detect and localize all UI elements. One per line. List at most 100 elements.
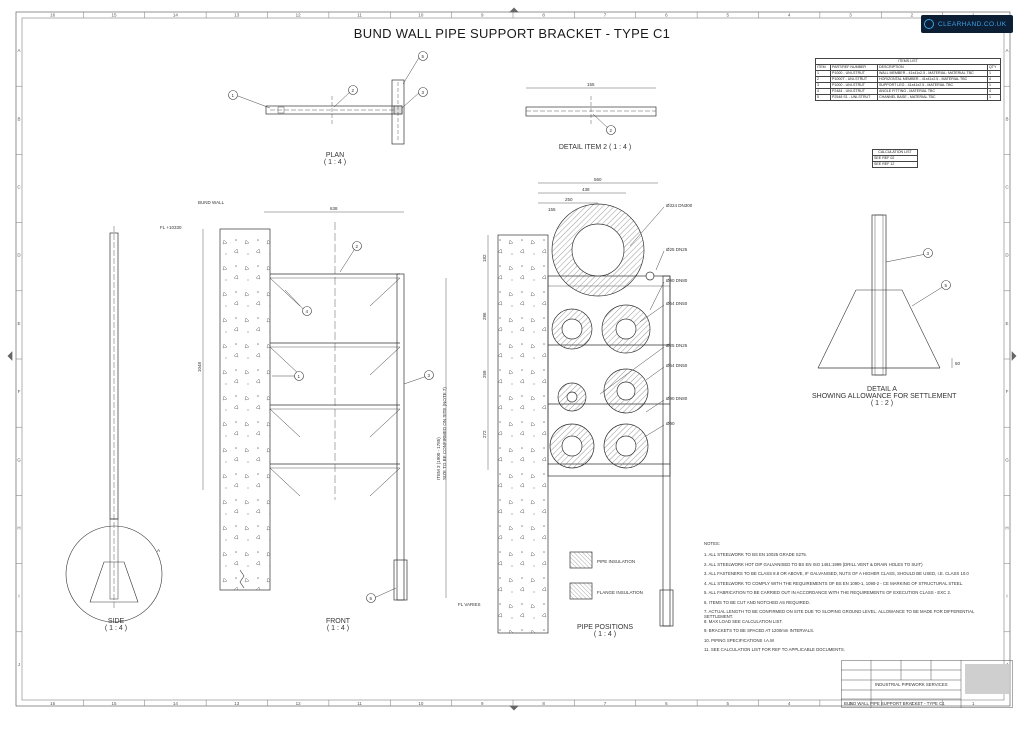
pipe-callout-6: Ø90 DN80 <box>666 396 688 401</box>
border-col-label-top: 14 <box>173 13 179 18</box>
border-col-label-top: 9 <box>481 13 484 18</box>
pipe-callout-7: Ø90 <box>666 421 675 426</box>
items-list-table: ITEMS LIST ITEM PART/REF NUMBER DESCRIPT… <box>815 58 1001 101</box>
pipe-dim-top-1: 438 <box>582 187 590 192</box>
border-col-label-bottom: 15 <box>112 701 118 706</box>
note-item: 3. ALL FASTENERS TO BE CLASS 8.8 OR ABOV… <box>704 571 969 576</box>
border-col-label-bottom: 16 <box>50 701 56 706</box>
border-row-label-right: I <box>1006 594 1007 599</box>
border-row-label-left: E <box>17 321 20 326</box>
plan-caption: PLAN ( 1 : 4 ) <box>305 152 365 166</box>
border-col-label-top: 2 <box>911 13 914 18</box>
side-caption-scale: ( 1 : 4 ) <box>104 625 128 632</box>
side-caption: SIDE ( 1 : 4 ) <box>96 618 136 632</box>
plan-caption-title: PLAN <box>325 152 345 159</box>
note-item: 11. SEE CALCULATION LIST FOR REF TO APPL… <box>704 647 845 652</box>
pipe-dim-top-0: 560 <box>594 177 602 182</box>
pipe-dim-top-2: 250 <box>565 197 573 202</box>
svg-text:2: 2 <box>610 128 613 133</box>
detail-a-dim: 50 <box>955 361 961 366</box>
item-ref: P2548 S1 - UNI-STRUT <box>830 94 878 101</box>
border-row-label-right: G <box>1005 457 1009 462</box>
border-row-label-left: H <box>17 526 20 531</box>
front-width-dim: 638 <box>330 206 338 211</box>
svg-text:4: 4 <box>306 309 309 314</box>
pipes-caption-title: PIPE POSITIONS <box>576 624 633 631</box>
border-col-label-top: 7 <box>604 13 607 18</box>
svg-text:1: 1 <box>232 93 235 98</box>
border-row-label-left: G <box>17 457 21 462</box>
border-col-label-bottom: 3 <box>849 701 852 706</box>
note-item: 5. ALL FABRICATION TO BE CARRIED OUT IN … <box>704 590 952 595</box>
pipe-callout-2: Ø90 DN80 <box>666 278 688 283</box>
border-col-label-bottom: 9 <box>481 701 484 706</box>
plan-view <box>265 79 405 145</box>
border-col-label-top: 13 <box>234 13 240 18</box>
pipe-dim-side-0: 182 <box>482 254 487 262</box>
notes-heading: NOTES: <box>704 541 720 546</box>
border-col-label-bottom: 5 <box>727 701 730 706</box>
front-fl-bottom: FL VARIES <box>458 602 481 607</box>
note-item: 10. PIPING SPECIFICATIONS I.A.W <box>704 637 775 643</box>
logo-text: CLEARHAND.CO.UK <box>938 20 1007 28</box>
note-item: 6. ITEMS TO BE CUT AND NOTCHED AS REQUIR… <box>704 599 811 605</box>
calc-title: CALCULATION LIST <box>872 149 918 156</box>
border-row-label-left: D <box>17 253 21 258</box>
legend-pipe-insulation: PIPE INSULATION <box>597 559 635 564</box>
table-row: SEE REF 12 <box>872 161 918 168</box>
note-item: 2. ALL STEELWORK HOT DIP GALVANISED TO B… <box>704 561 923 567</box>
border-row-label-left: F <box>18 389 21 394</box>
front-height-dim: 1048 <box>197 361 202 372</box>
border-row-label-left: I <box>18 594 19 599</box>
border-row-label-left: A <box>17 48 20 53</box>
border-row-label-right: H <box>1005 526 1008 531</box>
front-fl-top: FL +10330 <box>160 225 182 230</box>
title-block-drawing: BUND WALL PIPE SUPPORT BRACKET - TYPE C1 <box>844 701 945 706</box>
front-view <box>202 211 447 601</box>
border-grid-ticks: 1615141312111098765432116151413121110987… <box>16 12 1010 706</box>
pipe-dim-side-1: 286 <box>482 312 487 320</box>
svg-text:3: 3 <box>428 373 431 378</box>
plan-caption-scale: ( 1 : 4 ) <box>323 159 347 166</box>
svg-text:3: 3 <box>927 251 930 256</box>
item-balloons: 1 2 5 3 2 2 4 1 3 5 3 5 <box>228 51 951 603</box>
front-bund-wall: BUND WALL <box>198 200 225 205</box>
brand-logo[interactable]: CLEARHAND.CO.UK <box>921 15 1013 33</box>
border-row-label-right: D <box>1005 253 1009 258</box>
side-caption-title: SIDE <box>107 618 125 625</box>
border-col-label-bottom: 6 <box>665 701 668 706</box>
detail2-caption: DETAIL ITEM 2 ( 1 : 4 ) <box>558 144 632 151</box>
detail-item2-view <box>525 87 657 126</box>
border-col-label-bottom: 8 <box>542 701 545 706</box>
front-caption: FRONT ( 1 : 4 ) <box>318 618 358 632</box>
border-row-label-right: B <box>1005 116 1008 121</box>
border-row-label-right: C <box>1005 185 1009 190</box>
detail-a-caption-subtitle: SHOWING ALLOWANCE FOR SETTLEMENT <box>812 393 957 400</box>
border-col-label-bottom: 14 <box>173 701 179 706</box>
pipe-dim-side-2: 258 <box>482 370 487 378</box>
title-block-company: INDUSTRIAL PIPEWORK SERVICES <box>875 682 948 687</box>
calc-ref: SEE REF 12 <box>872 161 918 168</box>
note-item: 7. ACTUAL LENGTH TO BE CONFIRMED ON SITE… <box>704 609 975 619</box>
border-row-label-left: C <box>17 185 21 190</box>
svg-text:2: 2 <box>352 88 355 93</box>
note-item: 4. ALL STEELWORK TO COMPLY WITH THE REQU… <box>704 580 964 586</box>
border-col-label-bottom: 13 <box>234 701 240 706</box>
front-caption-scale: ( 1 : 4 ) <box>326 625 350 632</box>
border-col-label-top: 6 <box>665 13 668 18</box>
svg-text:3: 3 <box>422 90 425 95</box>
svg-text:5: 5 <box>422 54 425 59</box>
item-description: WALL MEMBER - 41x41x2.5 - MATERIAL: MATE… <box>877 70 988 77</box>
border-col-label-bottom: 1 <box>972 701 975 706</box>
svg-text:1: 1 <box>298 374 301 379</box>
border-row-label-left: J <box>18 662 20 667</box>
border-col-label-top: 16 <box>50 13 56 18</box>
title-block: INDUSTRIAL PIPEWORK SERVICES BUND WALL P… <box>841 660 1013 708</box>
pipes-caption-scale: ( 1 : 4 ) <box>593 631 617 638</box>
pipe-callout-0: Ø324 DN300 <box>666 203 693 208</box>
pipe-dim-top-3: 155 <box>548 207 556 212</box>
note-item: 8. MAX LOAD SEE CALCULATION LIST. <box>704 618 783 624</box>
calc-title-row: CALCULATION LIST <box>872 149 918 156</box>
dimension-labels: 155 638 1048 FL +10330 FL VARIES BUND WA… <box>157 82 961 607</box>
